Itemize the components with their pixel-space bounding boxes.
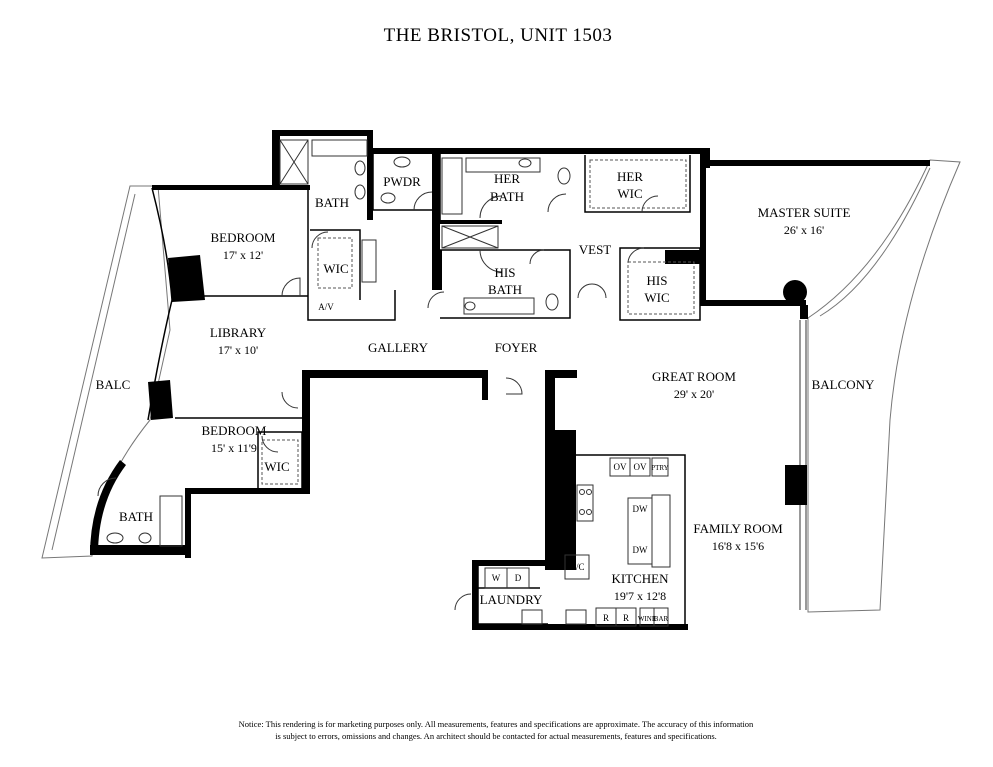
bath1-label: BATH — [315, 195, 349, 210]
her-bath-label-2: BATH — [490, 189, 524, 204]
refrigerator-label-1: R — [603, 613, 609, 623]
oven-label-2: OV — [634, 462, 647, 472]
master-suite-dim: 26' x 16' — [784, 223, 824, 237]
plan-title: THE BRISTOL, UNIT 1503 — [384, 25, 613, 46]
dryer-label: D — [515, 573, 522, 583]
wic1-label: WIC — [323, 261, 348, 276]
his-bath-label: HIS — [495, 265, 516, 280]
his-bath-label-2: BATH — [488, 282, 522, 297]
great-room-dim: 29' x 20' — [674, 387, 714, 401]
refrigerator-label-2: R — [623, 613, 629, 623]
her-bath-label: HER — [494, 171, 520, 186]
notice-line-2: is subject to errors, omissions and chan… — [275, 731, 717, 741]
balc-label: BALC — [96, 377, 131, 392]
doors — [97, 191, 659, 611]
bedroom1-dim: 17' x 12' — [223, 248, 263, 262]
his-wic-label: HIS — [647, 273, 668, 288]
great-room-label: GREAT ROOM — [652, 369, 736, 384]
balcony-label: BALCONY — [812, 377, 875, 392]
av-label: A/V — [318, 302, 334, 312]
vest-label: VEST — [579, 242, 612, 257]
ac-label: A/C — [569, 562, 584, 572]
east-balcony — [807, 159, 961, 613]
pwdr-label: PWDR — [383, 174, 421, 189]
foyer-label: FOYER — [495, 340, 538, 355]
library-label: LIBRARY — [210, 325, 267, 340]
washer-label: W — [492, 573, 501, 583]
appliance-labels: OV OV PTRY DW DW W D R R WINE BAR — [492, 462, 669, 623]
bedroom2-label: BEDROOM — [201, 423, 266, 438]
family-room-label: FAMILY ROOM — [693, 521, 783, 536]
laundry-label: LAUNDRY — [480, 592, 543, 607]
bath2-label: BATH — [119, 509, 153, 524]
master-suite-label: MASTER SUITE — [758, 205, 851, 220]
kitchen-label: KITCHEN — [611, 571, 669, 586]
oven-label-1: OV — [614, 462, 627, 472]
bedroom1-label: BEDROOM — [210, 230, 275, 245]
family-room-dim: 16'8 x 15'6 — [712, 539, 764, 553]
wic2-label: WIC — [264, 459, 289, 474]
library-dim: 17' x 10' — [218, 343, 258, 357]
pantry-label: PTRY — [651, 464, 669, 472]
notice-line-1: Notice: This rendering is for marketing … — [239, 719, 754, 729]
bedroom2-dim: 15' x 11'9 — [211, 441, 257, 455]
wine-label: WINE — [638, 615, 656, 623]
her-wic-label: HER — [617, 169, 643, 184]
his-wic-label-2: WIC — [644, 290, 669, 305]
walls — [90, 130, 930, 630]
kitchen-dim: 19'7 x 12'8 — [614, 589, 666, 603]
her-wic-label-2: WIC — [617, 186, 642, 201]
dishwasher-label-1: DW — [633, 504, 648, 514]
room-labels: BEDROOM 17' x 12' BATH WIC A/V PWDR HER … — [96, 169, 875, 607]
bar-label: BAR — [654, 615, 669, 623]
dishwasher-label-2: DW — [633, 545, 648, 555]
fixtures — [106, 139, 807, 627]
gallery-label: GALLERY — [368, 340, 429, 355]
